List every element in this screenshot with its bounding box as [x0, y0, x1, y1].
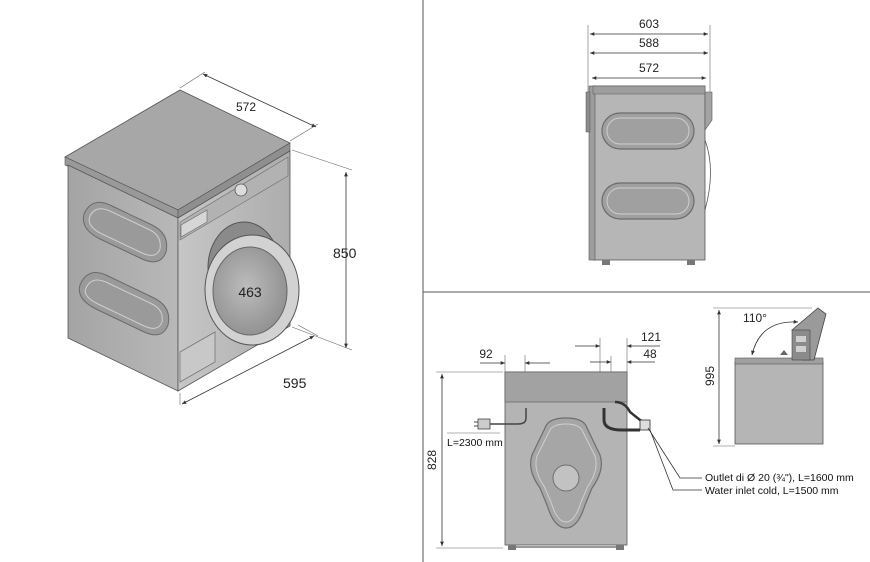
side-oval-recesses [78, 201, 170, 336]
cable-length-label: L=2300 mm [447, 437, 503, 449]
drum-bearing [552, 464, 580, 492]
side-body [592, 85, 706, 261]
side-view: 603 588 572 [585, 17, 713, 265]
back-left-offset-label: 92 [479, 347, 493, 361]
program-knob [234, 183, 248, 197]
side-total-label: 603 [639, 17, 659, 31]
panel-dividers [422, 0, 870, 562]
iso-height-label: 850 [333, 245, 357, 261]
lid-angle-label: 110° [743, 311, 767, 325]
iso-width-label: 595 [283, 375, 307, 391]
side-body-label: 572 [639, 61, 659, 75]
back-right-inner-label: 48 [643, 347, 657, 361]
detergent-drawer [180, 209, 208, 238]
iso-depth-label: 572 [236, 100, 256, 114]
back-right-offset-label: 121 [641, 330, 661, 344]
power-cable [490, 408, 527, 425]
drain-hose [602, 408, 640, 432]
outlet-note: Outlet di Ø 20 (¾"), L=1600 mm [705, 472, 854, 484]
inlet-hose [614, 400, 651, 427]
back-view: 92 121 48 828 L=2300 mm [425, 330, 854, 550]
side-oval-lower [601, 182, 695, 220]
iso-door-label: 463 [238, 284, 262, 300]
back-height-label: 828 [425, 450, 439, 470]
side-oval-upper [601, 112, 695, 150]
lid-height-label: 995 [703, 366, 717, 386]
angle-arc [751, 319, 799, 356]
side-mid-label: 588 [639, 36, 659, 50]
door-glass [212, 246, 288, 336]
lid-body [734, 361, 824, 445]
lid-view: 110° 995 [703, 307, 827, 447]
power-plug [477, 418, 491, 430]
isometric-view: 572 850 595 463 [64, 71, 357, 405]
inlet-note: Water inlet cold, L=1500 mm [705, 485, 839, 497]
